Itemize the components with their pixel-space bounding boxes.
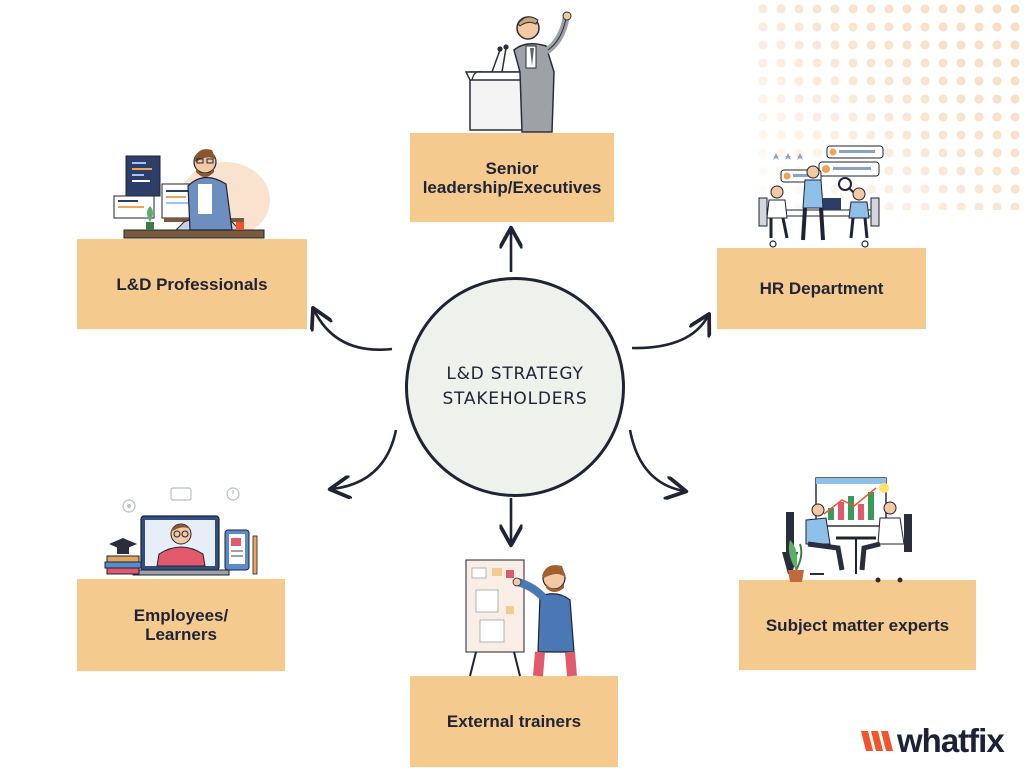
- node-label: Employees/ Learners: [133, 606, 229, 644]
- node-senior-leadership: Senior leadership/Executives: [410, 133, 614, 222]
- speaker-at-podium-icon: [464, 11, 572, 133]
- team-meeting-icon: [758, 145, 884, 248]
- experts-reviewing-chart-icon: [782, 477, 912, 583]
- trainer-at-whiteboard-icon: [465, 559, 577, 677]
- node-external-trainers: External trainers: [410, 676, 618, 767]
- learner-with-laptop-icon: [104, 487, 258, 576]
- node-employees-learners: Employees/ Learners: [77, 579, 285, 671]
- node-label: External trainers: [446, 712, 582, 731]
- arrow-to-ld-professionals: [314, 310, 393, 351]
- developer-at-desk-icon: [113, 149, 270, 239]
- whatfix-logo: whatfix: [860, 719, 1024, 763]
- brand-name: whatfix: [897, 722, 1005, 759]
- node-label: L&D Professionals: [116, 274, 268, 294]
- node-label: HR Department: [759, 279, 884, 298]
- center-circle: L&D STRATEGY STAKEHOLDERS: [405, 277, 625, 497]
- node-subject-matter-experts: Subject matter experts: [739, 580, 976, 670]
- center-label: L&D STRATEGY STAKEHOLDERS: [442, 364, 588, 409]
- chevron-logo-icon: [861, 731, 893, 751]
- node-label: Senior leadership/Executives: [422, 158, 602, 197]
- node-label: Subject matter experts: [765, 615, 950, 635]
- arrow-to-subject-experts: [628, 429, 684, 491]
- node-hr-department: HR Department: [717, 248, 926, 329]
- arrow-to-hr-department: [631, 316, 708, 350]
- arrow-to-employees: [332, 429, 398, 489]
- node-ld-professionals: L&D Professionals: [77, 239, 307, 329]
